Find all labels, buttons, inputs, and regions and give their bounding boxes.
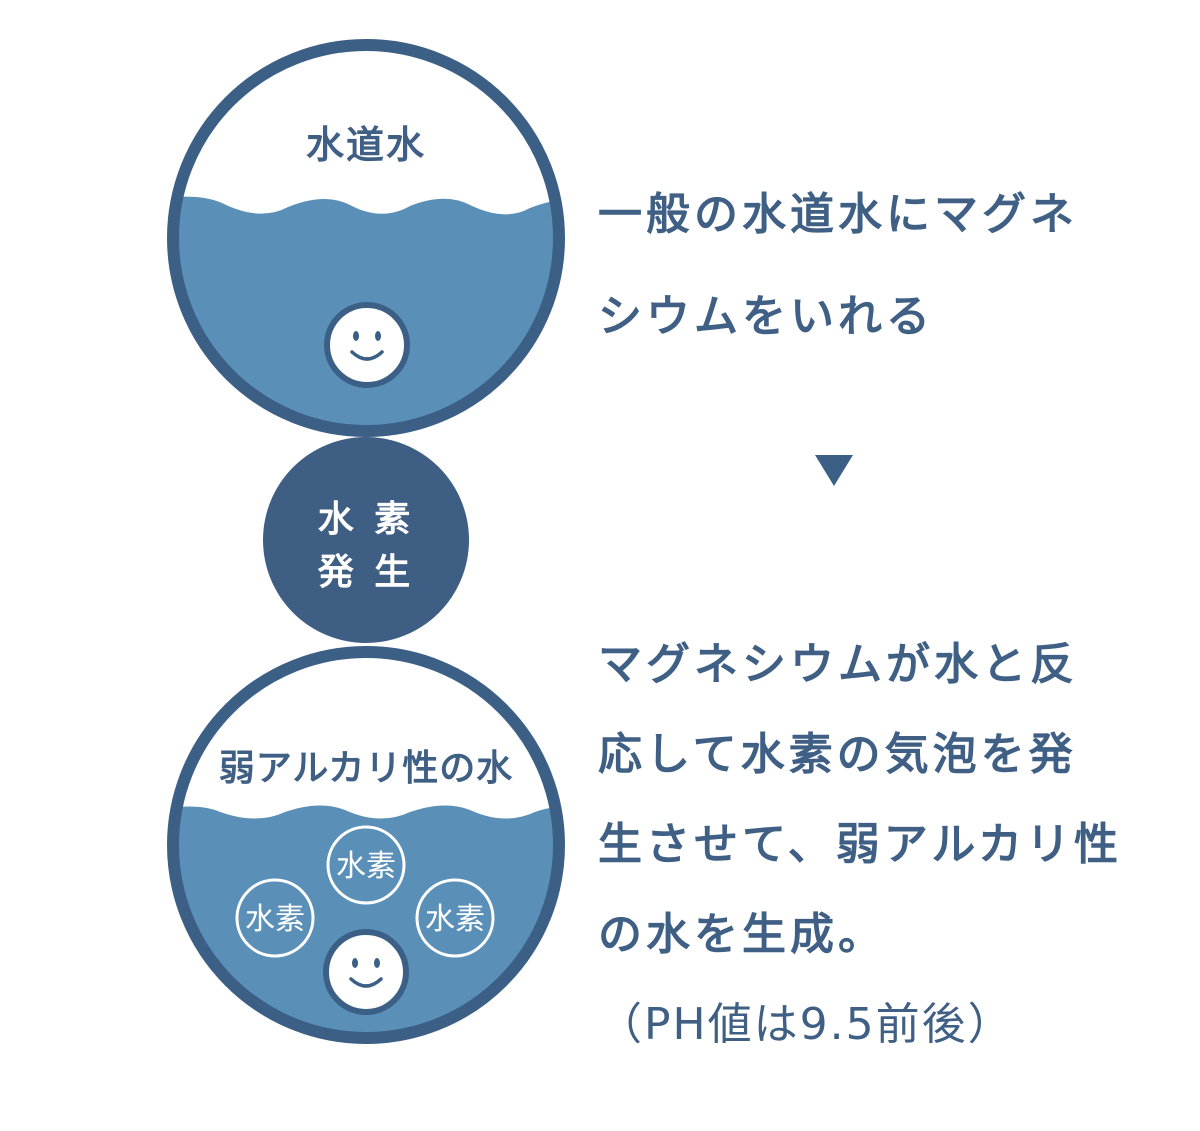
hydrogen-bubble: 水素	[415, 878, 495, 958]
triangle-down-icon	[815, 455, 853, 486]
description-first-line: 一般の水道水にマグネ	[598, 189, 1078, 240]
hydrogen-generation-label-2: 発 生	[318, 552, 415, 593]
description-first-line: シウムをいれる	[598, 291, 934, 342]
description-second-line: マグネシウムが水と反	[598, 639, 1078, 690]
tap-water-circle: 水道水	[167, 39, 565, 437]
description-second-line: 生させて、弱アルカリ性	[598, 819, 1123, 870]
description-second-line: 応して水素の気泡を発	[598, 729, 1077, 780]
smiley-face-icon	[323, 929, 409, 1015]
water-fill-bottom	[178, 805, 554, 1033]
smiley-face-icon	[324, 302, 410, 388]
alkaline-water-label: 弱アルカリ性の水	[219, 748, 514, 789]
hydrogen-bubble-label: 水素	[245, 902, 305, 937]
hydrogen-generation-circle: 水 素 発 生	[263, 437, 469, 643]
description-second: マグネシウムが水と反 応して水素の気泡を発 生させて、弱アルカリ性 の水を生成。…	[598, 620, 1122, 1070]
ph-value-note: （PH値は9.5前後）	[598, 999, 1014, 1050]
hydrogen-bubble: 水素	[235, 878, 315, 958]
hydrogen-bubble: 水素	[326, 825, 406, 905]
hydrogen-bubble-label: 水素	[336, 849, 396, 884]
hydrogen-generation-label-1: 水 素	[318, 499, 415, 540]
tap-water-label: 水道水	[306, 123, 426, 167]
description-first: 一般の水道水にマグネ シウムをいれる	[598, 164, 1078, 368]
hydrogen-bubble-label: 水素	[425, 902, 485, 937]
description-second-line: の水を生成。	[598, 909, 886, 960]
alkaline-water-circle: 弱アルカリ性の水 水素 水素 水素	[167, 646, 565, 1044]
